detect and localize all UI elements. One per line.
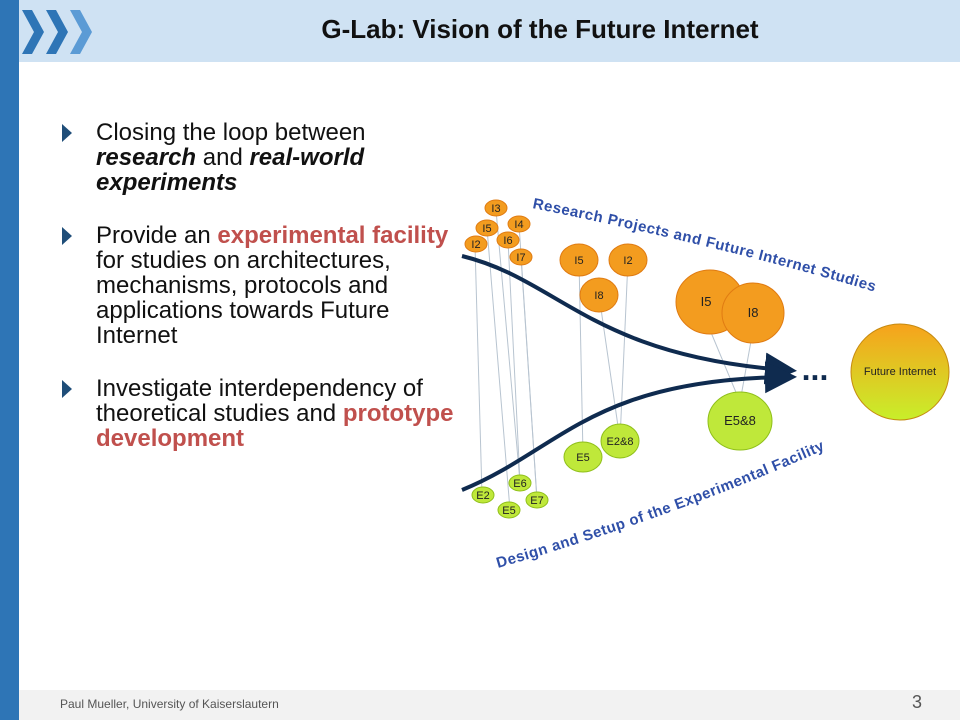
node-e5-label: E5 [502, 505, 515, 517]
node-i5-mid-label: I5 [574, 255, 583, 267]
bullet-list: Closing the loop between research and re… [60, 120, 460, 479]
node-e5-mid-label: E5 [576, 452, 589, 464]
page-number: 3 [911, 692, 922, 712]
triangle-bullet-icon [62, 227, 72, 245]
page-title: G-Lab: Vision of the Future Internet [321, 14, 759, 44]
node-e5 [497, 501, 521, 519]
node-i2-label: I2 [471, 239, 480, 251]
bullet-highlight: experimental facility [217, 222, 449, 249]
left-accent-bar [0, 0, 19, 720]
node-i8-large-label: I8 [748, 305, 759, 320]
connector-lines [474, 209, 754, 511]
node-e6 [508, 474, 532, 492]
node-i7-label: I7 [516, 252, 525, 264]
node-i5 [475, 219, 499, 237]
node-i5-large-label: I5 [701, 294, 712, 309]
node-i8-mid [579, 277, 619, 313]
bullet-emphasis: research [96, 144, 197, 171]
node-i2-mid-label: I2 [623, 255, 632, 267]
future-internet-diagram: Research Projects and Future Internet St… [461, 195, 950, 572]
node-e6-label: E6 [513, 478, 526, 490]
bullet-item: Investigate interdependency of theoretic… [60, 376, 460, 451]
bullet-text: and [196, 144, 250, 171]
bullet-highlight: prototype development [96, 400, 454, 452]
node-i6 [496, 231, 520, 249]
node-i4-label: I4 [514, 219, 523, 231]
future-internet-node [850, 323, 950, 421]
node-e7 [525, 491, 549, 509]
future-internet-label: Future Internet [864, 366, 936, 378]
node-e58 [707, 391, 773, 451]
bullet-text: Closing the loop between [96, 119, 366, 146]
node-e28-label: E2&8 [607, 436, 634, 448]
bullet-text: Provide an [96, 222, 218, 249]
chevron-logo-icon [22, 10, 92, 54]
node-i6-label: I6 [503, 235, 512, 247]
node-e58-label: E5&8 [724, 413, 756, 428]
facility-flow-arrow [461, 361, 797, 492]
node-e5-mid [563, 441, 603, 473]
bullet-emphasis: real-world experiments [96, 144, 365, 196]
bullet-item: Provide an experimental facility for stu… [60, 223, 460, 348]
research-flow-arrow [461, 254, 797, 385]
node-i5-label: I5 [482, 223, 491, 235]
node-e7-label: E7 [530, 495, 543, 507]
footer-author: Paul Mueller, University of Kaiserslaute… [60, 697, 279, 711]
node-i3-label: I3 [491, 203, 500, 215]
node-i3 [484, 199, 508, 217]
triangle-bullet-icon [62, 124, 72, 142]
node-e2-label: E2 [476, 490, 489, 502]
node-i4 [507, 215, 531, 233]
node-i2-mid [608, 243, 648, 277]
node-e28 [600, 423, 640, 459]
node-e2 [471, 486, 495, 504]
bullet-text: for studies on architectures, mechanisms… [96, 247, 391, 349]
bullet-text: Investigate interdependency of theoretic… [96, 375, 423, 427]
triangle-bullet-icon [62, 380, 72, 398]
node-i5-mid [559, 243, 599, 277]
footer-bar [19, 690, 960, 720]
node-i8-mid-label: I8 [594, 290, 603, 302]
node-i2 [464, 235, 488, 253]
ellipsis-text: ... [802, 351, 829, 387]
node-i8-large [721, 282, 785, 344]
node-i7 [509, 248, 533, 266]
bullet-item: Closing the loop between research and re… [60, 120, 460, 195]
title-bar [19, 0, 960, 62]
